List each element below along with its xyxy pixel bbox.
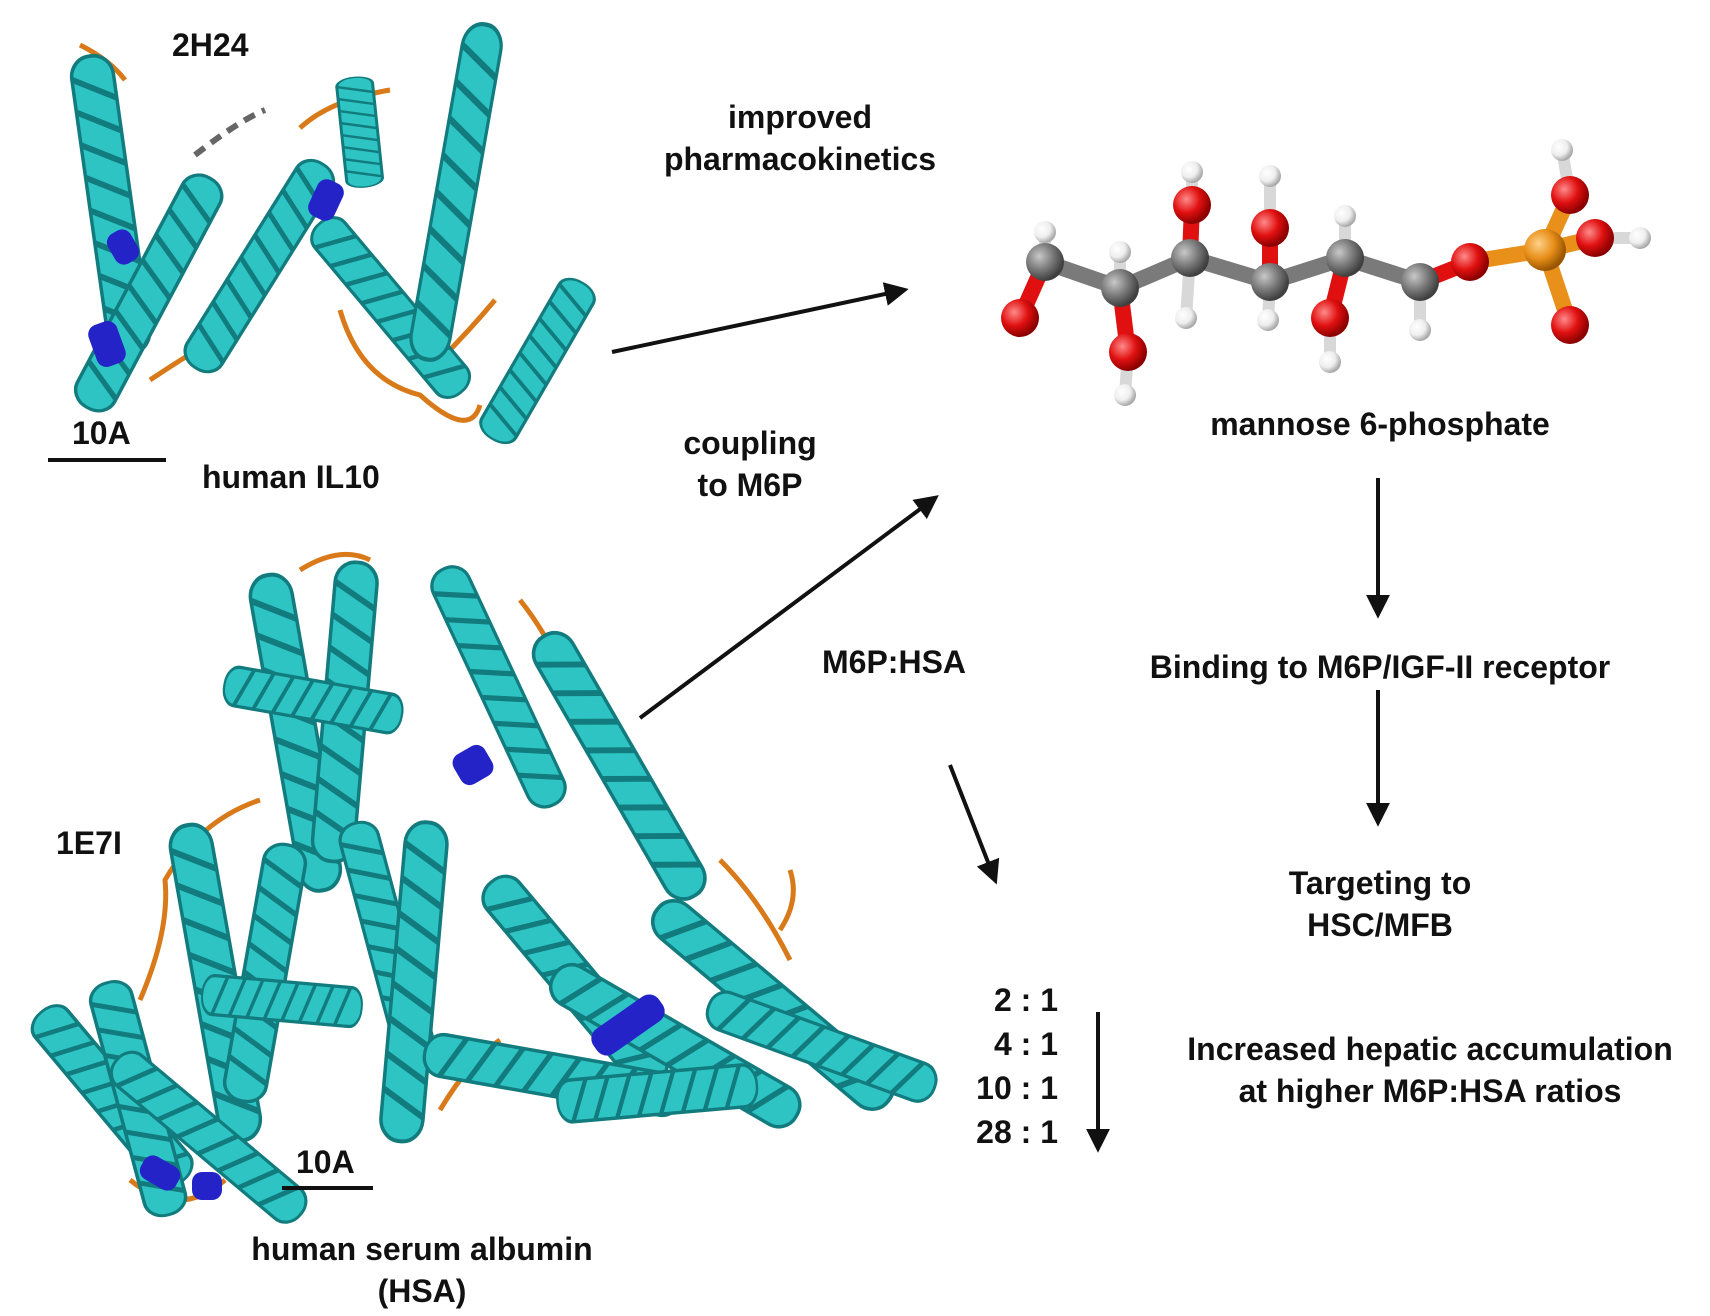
targeting-label: Targeting to HSC/MFB (1230, 862, 1530, 946)
improved-pharmacokinetics-label: improved pharmacokinetics (620, 96, 980, 180)
scale-label-hsa: 10A (296, 1144, 355, 1180)
hepatic-accumulation-label: Increased hepatic accumulation at higher… (1150, 1028, 1710, 1112)
ratio-list: 2 : 1 4 : 1 10 : 1 28 : 1 (938, 978, 1058, 1154)
protein-name-hsa-line1: human serum albumin (251, 1231, 593, 1267)
improved-line1: improved (727, 99, 873, 135)
ratio-item: 4 : 1 (993, 1026, 1058, 1062)
ratio-item: 10 : 1 (976, 1070, 1058, 1106)
ratio-item: 2 : 1 (993, 982, 1058, 1018)
accumulation-line1: Increased hepatic accumulation (1187, 1031, 1673, 1067)
targeting-line2: HSC/MFB (1307, 907, 1453, 943)
arrow-il10-to-m6p (611, 282, 909, 354)
hsa-structure (25, 551, 941, 1229)
arrow-to-ratios (948, 764, 1000, 885)
targeting-line1: Targeting to (1288, 865, 1472, 901)
coupling-label: coupling to M6P (630, 422, 870, 506)
accumulation-line2: at higher M6P:HSA ratios (1238, 1073, 1622, 1109)
protein-name-hsa-line2: (HSA) (377, 1273, 467, 1309)
improved-line2: pharmacokinetics (663, 141, 937, 177)
il10-structure (69, 21, 599, 449)
ratio-item: 28 : 1 (976, 1114, 1058, 1150)
scale-label-il10: 10A (72, 415, 131, 451)
pdb-id-hsa: 1E7I (56, 825, 122, 861)
binding-receptor-label: Binding to M6P/IGF-II receptor (1149, 649, 1611, 685)
arrows (611, 282, 1390, 1153)
pdb-id-il10: 2H24 (172, 27, 249, 63)
coupling-line2: to M6P (697, 467, 803, 503)
protein-name-il10: human IL10 (202, 459, 380, 495)
arrow-hsa-to-m6p (638, 495, 939, 720)
mannose-6-phosphate-molecule (1001, 139, 1651, 406)
protein-name-hsa: human serum albumin (HSA) (222, 1228, 622, 1312)
coupling-line1: coupling (683, 425, 817, 461)
molecule-name: mannose 6-phosphate (1210, 406, 1550, 442)
m6p-hsa-label: M6P:HSA (822, 644, 967, 680)
